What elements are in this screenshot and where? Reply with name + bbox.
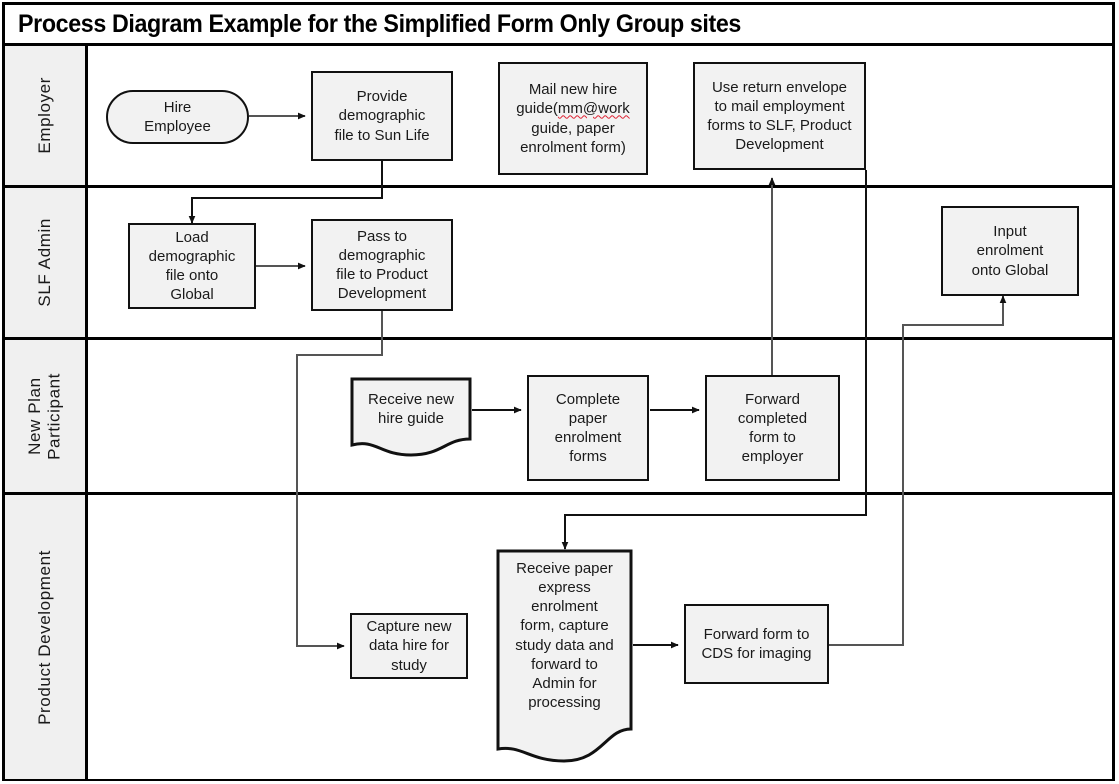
node-hire-employee[interactable]: Hire Employee: [106, 90, 249, 144]
node-receive-paper-express-enrolment[interactable]: Receive paper express enrolment form, ca…: [496, 549, 633, 764]
node-complete-paper-enrolment-forms[interactable]: Complete paper enrolment forms: [527, 375, 649, 481]
document-shape-icon: [496, 549, 633, 764]
node-receive-new-hire-guide[interactable]: Receive new hire guide: [350, 377, 472, 457]
node-use-return-envelope-label: Use return envelope to mail employment f…: [707, 78, 852, 154]
diagram-title-bar: Process Diagram Example for the Simplifi…: [5, 5, 1112, 46]
node-load-demographic-file[interactable]: Load demographic file onto Global: [128, 223, 256, 309]
node-forward-completed-form-to-employer[interactable]: Forward completed form to employer: [705, 375, 840, 481]
node-pass-to-demographic-file[interactable]: Pass to demographic file to Product Deve…: [311, 219, 453, 311]
lane-header-product-development: Product Development: [5, 495, 88, 779]
node-mail-new-hire-guide[interactable]: Mail new hire guide(mm@work guide, paper…: [498, 62, 648, 175]
node-pass-to-demographic-file-label: Pass to demographic file to Product Deve…: [336, 227, 428, 303]
node-input-enrolment-onto-global[interactable]: Input enrolment onto Global: [941, 206, 1079, 296]
node-capture-new-data-hire[interactable]: Capture new data hire for study: [350, 613, 468, 679]
node-hire-employee-label: Hire Employee: [144, 98, 211, 135]
lane-header-employer: Employer: [5, 46, 88, 185]
node-provide-demographic-file[interactable]: Provide demographic file to Sun Life: [311, 71, 453, 161]
node-input-enrolment-onto-global-label: Input enrolment onto Global: [971, 223, 1049, 279]
lane-header-new-plan-participant: New Plan Participant: [5, 340, 88, 492]
lane-label-slf-admin: SLF Admin: [35, 218, 55, 307]
mail-guide-misspelled-token: mm@work: [557, 100, 630, 118]
lane-label-new-plan-participant: New Plan Participant: [25, 372, 64, 460]
node-receive-paper-express-enrolment-label: Receive paper express enrolment form, ca…: [515, 559, 614, 712]
lane-label-employer: Employer: [35, 77, 55, 154]
node-load-demographic-file-label: Load demographic file onto Global: [148, 228, 236, 304]
mail-guide-line1: Mail new hire: [528, 81, 618, 99]
lane-header-slf-admin: SLF Admin: [5, 188, 88, 337]
page-title: Process Diagram Example for the Simplifi…: [18, 9, 742, 38]
node-mail-new-hire-guide-label: Mail new hire guide(mm@work guide, paper…: [516, 80, 630, 157]
node-forward-completed-form-to-employer-label: Forward completed form to employer: [737, 390, 808, 466]
node-provide-demographic-file-label: Provide demographic file to Sun Life: [334, 88, 430, 144]
node-forward-form-to-cds[interactable]: Forward form to CDS for imaging: [684, 604, 829, 684]
node-forward-form-to-cds-label: Forward form to CDS for imaging: [701, 625, 812, 662]
node-use-return-envelope[interactable]: Use return envelope to mail employment f…: [693, 62, 866, 170]
node-capture-new-data-hire-label: Capture new data hire for study: [366, 618, 452, 674]
mail-guide-line2a: guide(: [516, 100, 558, 118]
node-receive-new-hire-guide-label: Receive new hire guide: [368, 390, 454, 427]
mail-guide-line3: guide, paper enrolment form): [520, 119, 626, 156]
node-complete-paper-enrolment-forms-label: Complete paper enrolment forms: [554, 390, 622, 466]
lane-label-product-development: Product Development: [35, 549, 55, 725]
